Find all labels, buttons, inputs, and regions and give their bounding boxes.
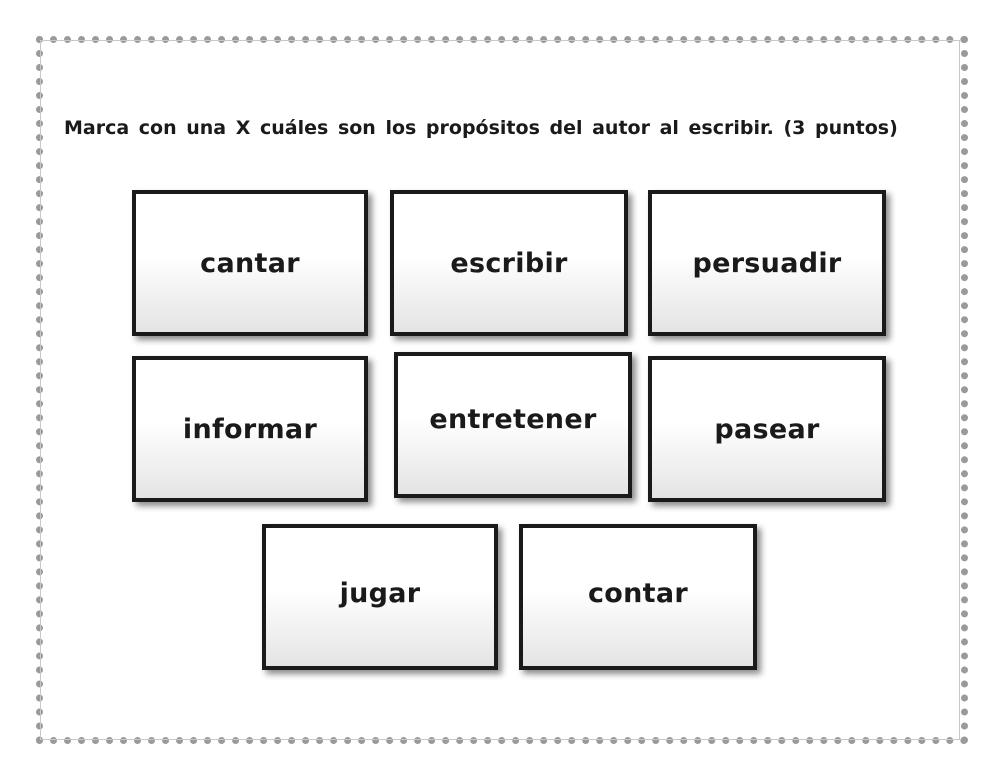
option-label: pasear — [714, 413, 820, 445]
page-border-inner — [40, 40, 960, 740]
option-card-informar[interactable]: informar — [132, 356, 368, 502]
option-card-entretener[interactable]: entretener — [394, 352, 632, 498]
option-label: contar — [587, 577, 689, 609]
option-label: jugar — [339, 577, 421, 609]
option-card-pasear[interactable]: pasear — [648, 356, 886, 502]
option-card-jugar[interactable]: jugar — [262, 524, 498, 670]
option-card-cantar[interactable]: cantar — [132, 190, 368, 336]
option-label: persuadir — [692, 247, 842, 279]
option-label: informar — [182, 413, 318, 445]
option-card-escribir[interactable]: escribir — [390, 190, 628, 336]
page-border — [36, 36, 968, 744]
option-card-persuadir[interactable]: persuadir — [648, 190, 886, 336]
option-card-contar[interactable]: contar — [519, 524, 757, 670]
instruction-text: Marca con una X cuáles son los propósito… — [64, 117, 898, 139]
option-label: escribir — [450, 247, 568, 279]
option-label: entretener — [429, 403, 597, 435]
option-label: cantar — [200, 247, 300, 279]
